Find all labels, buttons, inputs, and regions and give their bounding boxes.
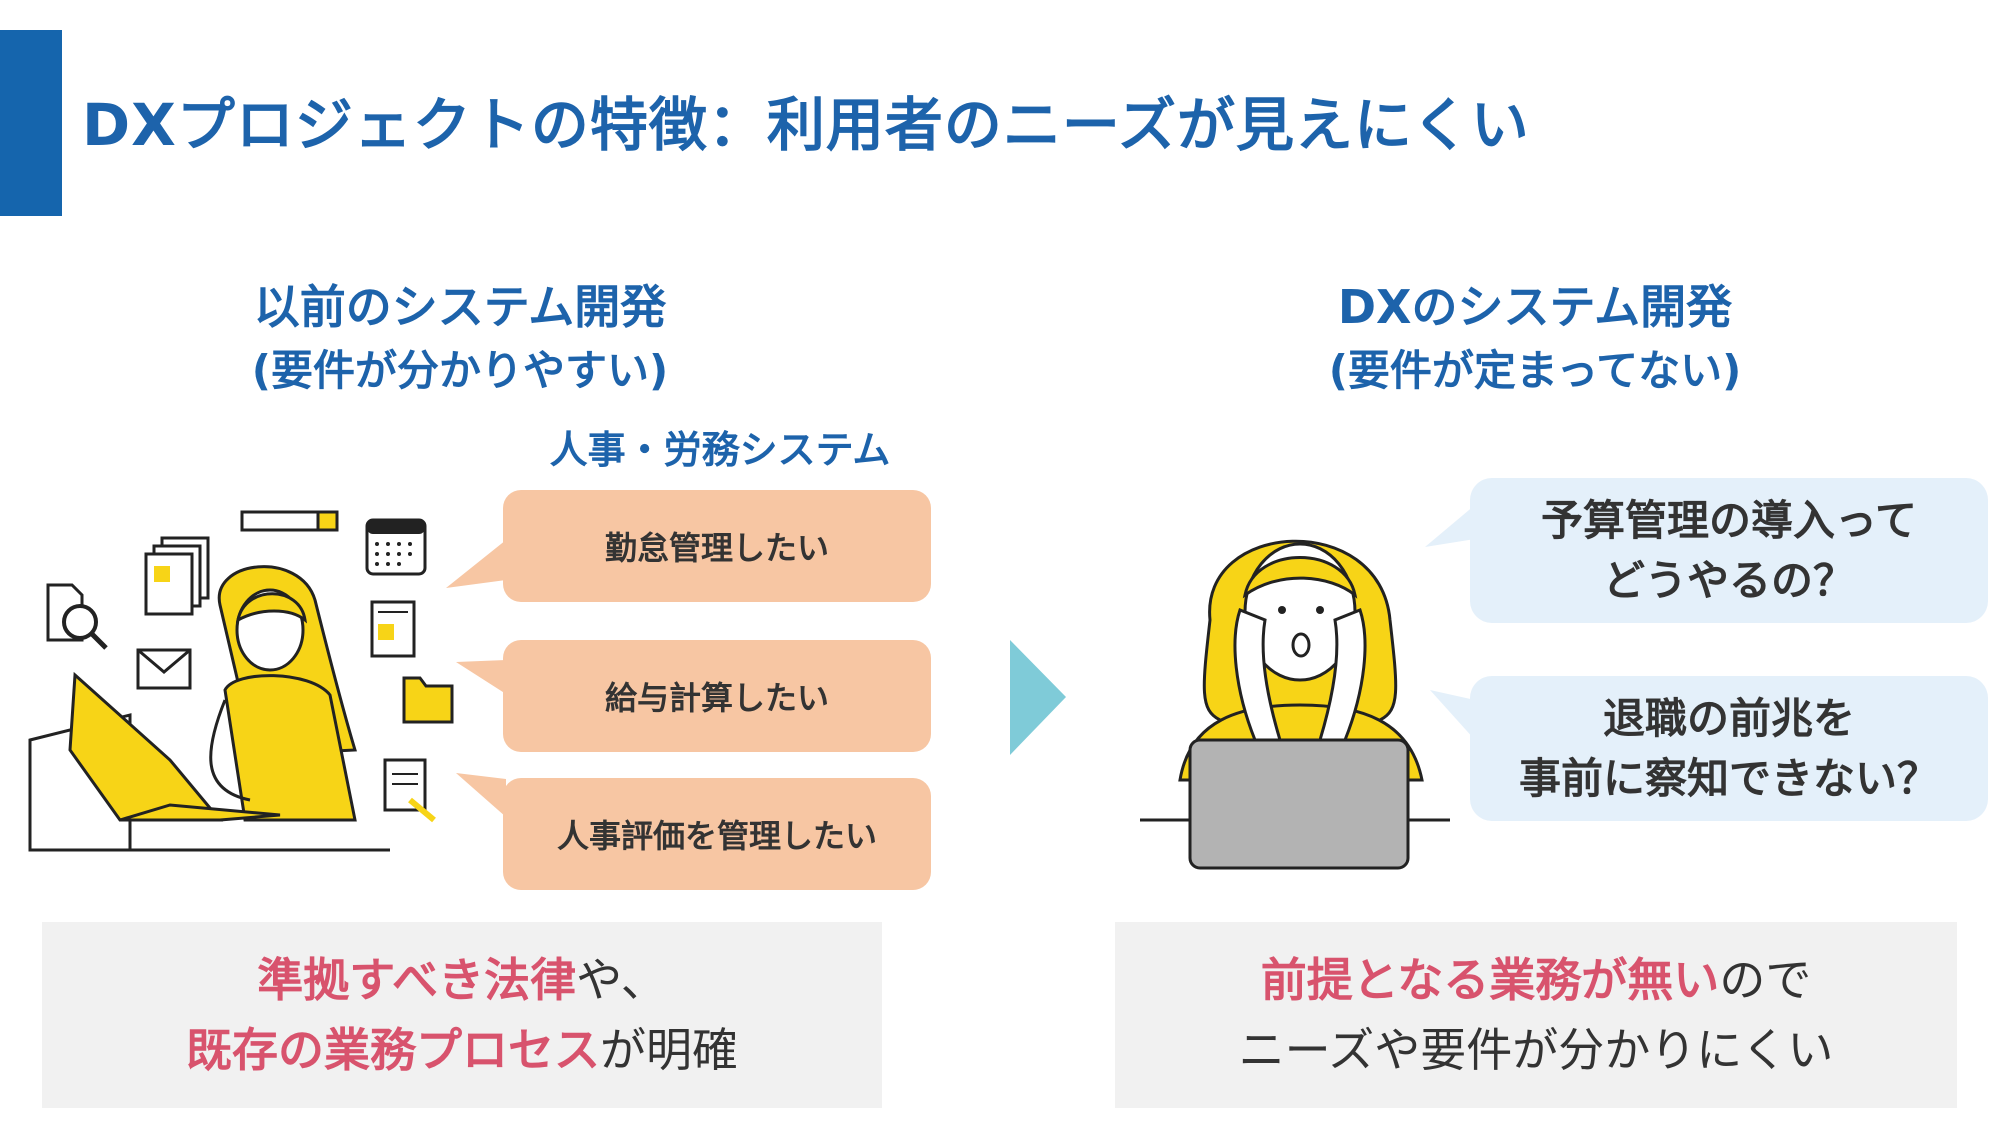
left-heading-title: 以前のシステム開発 [253, 280, 667, 334]
woman-face [1242, 542, 1358, 682]
search-bar-icon [240, 510, 339, 532]
bubble-tail [456, 773, 506, 817]
bubble-turnover-line2: 事前に察知できない？ [1518, 753, 1939, 803]
woman-figure [209, 565, 357, 822]
left-summary-highlight1: 準拠すべき法律 [257, 953, 577, 1007]
confused-woman-illustration [1140, 539, 1450, 870]
left-summary-text1: や、 [576, 953, 667, 1007]
bubble-budget-line2: どうやるの？ [1602, 555, 1855, 605]
memo-pencil-icon [383, 758, 436, 823]
left-summary-text2: が明確 [600, 1023, 738, 1077]
right-heading-title: DXのシステム開発 [1337, 280, 1733, 334]
slide-title: DXプロジェクトの特徴：利用者のニーズが見えにくい [82, 91, 1530, 159]
left-summary-line1: 準拠すべき法律や、 [257, 945, 666, 1015]
bubble-payroll: 給与計算したい [503, 640, 931, 752]
bubble-tail [446, 540, 506, 588]
bubble-turnover-line1: 退職の前兆を [1602, 693, 1855, 743]
report-icon [370, 600, 416, 658]
laptop-illustration [1188, 738, 1410, 870]
bubble-tail [1430, 690, 1475, 740]
bubble-turnover: 退職の前兆を 事前に察知できない？ [1470, 676, 1988, 821]
bubble-evaluation: 人事評価を管理したい [503, 778, 931, 890]
left-summary-highlight2: 既存の業務プロセス [186, 1023, 600, 1077]
bubble-budget: 予算管理の導入って どうやるの？ [1470, 478, 1988, 623]
left-heading: 以前のシステム開発 (要件が分かりやすい) [190, 275, 730, 403]
worker-illustration [28, 510, 454, 852]
system-label: 人事・労務システム [549, 428, 891, 472]
left-summary-box: 準拠すべき法律や、 既存の業務プロセスが明確 [42, 922, 882, 1108]
right-summary-line2: ニーズや要件が分かりにくい [1238, 1023, 1834, 1077]
file-stack-icon [144, 536, 210, 616]
right-summary-highlight1: 前提となる業務が無い [1260, 953, 1720, 1007]
right-arrow-icon [1010, 640, 1066, 755]
left-summary-line2: 既存の業務プロセスが明確 [186, 1015, 738, 1085]
right-summary-line1: 前提となる業務が無いので [1261, 945, 1812, 1015]
laptop-illustration [68, 671, 281, 822]
bubble-budget-line1: 予算管理の導入って [1541, 495, 1917, 545]
mail-icon [136, 648, 192, 690]
right-summary-text1: ので [1719, 953, 1812, 1007]
right-heading-subtitle: (要件が定まってない) [1328, 346, 1742, 395]
bubble-tail [456, 660, 506, 694]
title-accent-bar [0, 30, 62, 216]
left-heading-subtitle: (要件が分かりやすい) [251, 346, 669, 395]
folder-icon [402, 676, 454, 724]
document-search-icon [46, 583, 108, 650]
bubble-tail [1425, 505, 1475, 547]
calendar-icon [365, 518, 427, 576]
right-summary-box: 前提となる業務が無いので ニーズや要件が分かりにくい [1115, 922, 1957, 1108]
bubble-attendance: 勤怠管理したい [503, 490, 931, 602]
right-heading: DXのシステム開発 (要件が定まってない) [1255, 275, 1815, 403]
